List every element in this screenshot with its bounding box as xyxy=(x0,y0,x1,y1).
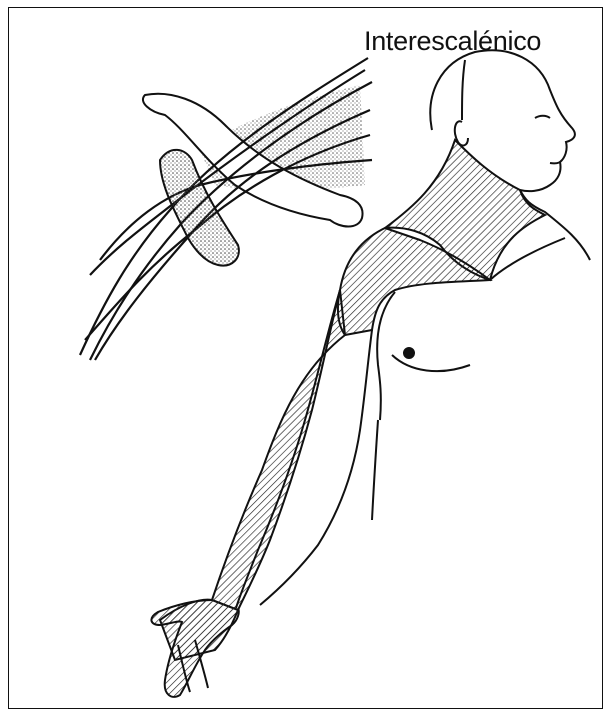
hand xyxy=(151,600,238,697)
torso-side xyxy=(372,420,378,520)
pectoral xyxy=(392,355,470,371)
arm-block-area xyxy=(212,290,345,610)
plexus-inset xyxy=(80,58,372,360)
nipple xyxy=(404,348,414,358)
